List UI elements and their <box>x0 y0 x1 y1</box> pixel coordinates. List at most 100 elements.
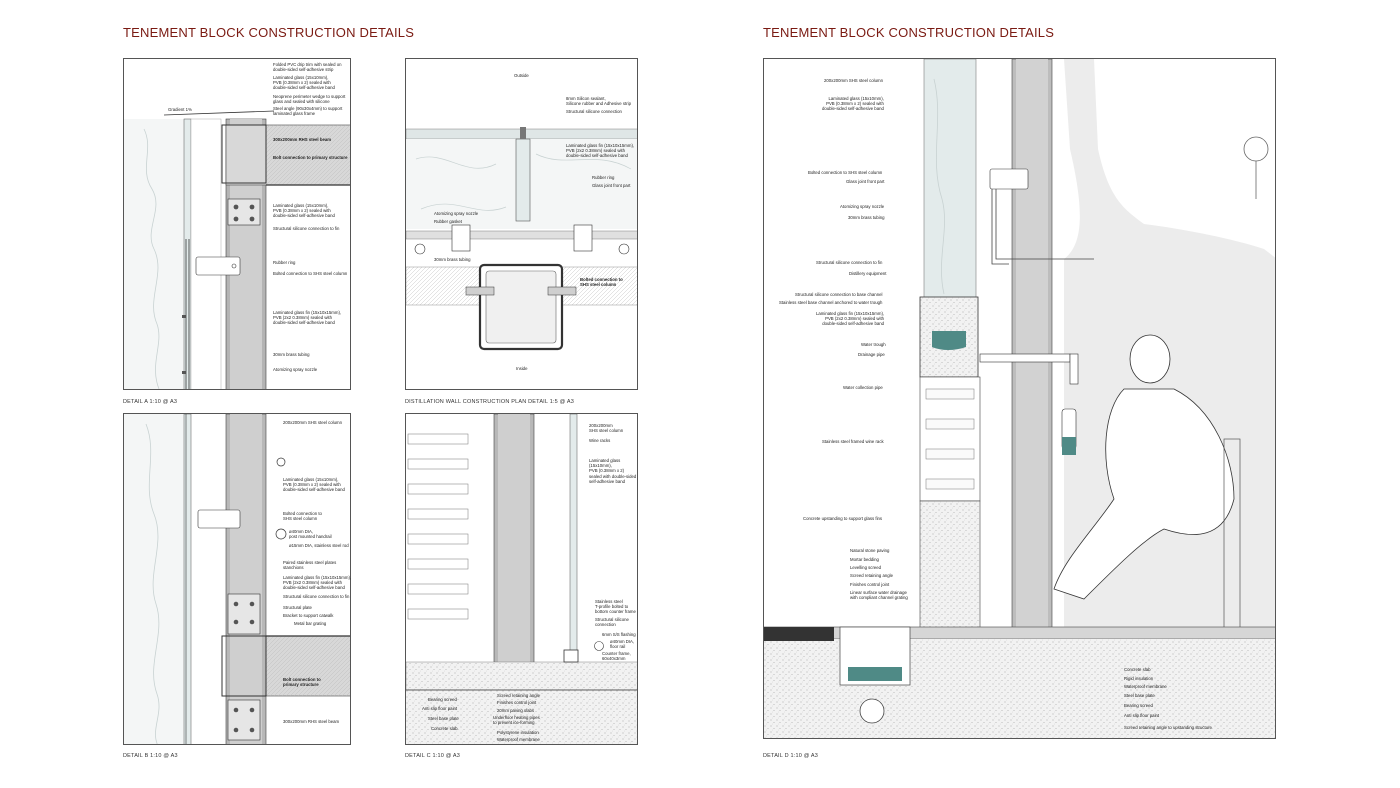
detail-c-caption: DETAIL C 1:10 @ A3 <box>405 753 461 759</box>
detail-d-caption: DETAIL D 1:10 @ A3 <box>763 753 819 759</box>
plan-left-label-3: 30mm brass tubing <box>434 257 471 262</box>
detail-d-bottom-2: Rigid insulation <box>1124 676 1154 681</box>
sheet-title-left: TENEMENT BLOCK CONSTRUCTION DETAILS <box>123 25 415 40</box>
detail-d-label-8: Distillery equipment <box>849 271 887 276</box>
detail-a-label-3: Neoprene perimeter wedge to support glas… <box>273 94 346 105</box>
detail-c-label-1: 200x200mm SHS steel column <box>589 423 624 434</box>
plan-outside-label: Outside <box>514 73 529 78</box>
detail-d-label-14: Water collection pipe <box>843 385 883 390</box>
detail-d-bottom-4: Steel base plate <box>1124 693 1155 698</box>
detail-d-bottom-5: Bearing screed <box>1124 703 1153 708</box>
detail-a-caption: DETAIL A 1:10 @ A3 <box>123 399 178 405</box>
detail-b-label-7: Laminated glass fin (15x10x15mm), PVB (2… <box>283 575 352 591</box>
detail-d-label-11: Laminated glass fin (15x10x15mm), PVB (2… <box>816 311 885 327</box>
detail-c-label-l1: Bearing screed <box>428 697 457 702</box>
detail-c-label-b4: Underfloor heating pipes to prevent ice-… <box>493 715 540 726</box>
detail-c-label-l4: Concrete slab <box>431 726 458 731</box>
detail-c-label-b5: Polystyrene insulation <box>497 730 539 735</box>
plan-detail-panel: Outside Inside <box>405 58 638 390</box>
detail-c-label-3: Laminated glass (15x10mm), PVB (0.38mm x… <box>589 458 637 484</box>
detail-c-label-b3: 20mm paving slabs <box>497 708 535 713</box>
detail-b-label-13: 300x200mm RHS steel beam <box>283 719 340 724</box>
detail-c-panel <box>405 413 638 745</box>
detail-a-label-1: Folded PVC drip trim with sealed on doub… <box>273 62 342 73</box>
detail-b-label-5: ø15mm DIA, stainless steel rod <box>289 543 349 548</box>
gradient-label: Gradient 1% <box>168 107 192 112</box>
detail-d-floor-2: Mortar bedding <box>850 557 879 562</box>
detail-a-label-5: 300x200mm RHS steel beam <box>273 137 332 142</box>
detail-b-label-1: 200x200mm SHS steel column <box>283 420 342 425</box>
detail-b-label-3: Bolted connection to SHS steel column <box>283 511 322 522</box>
detail-c-label-b2: Finishes control joint <box>497 700 537 705</box>
detail-d-label-12: Water trough <box>861 342 886 347</box>
detail-b-label-9: Structural plate <box>283 605 312 610</box>
detail-c-drawing <box>406 414 637 744</box>
plan-left-label-2: Rubber gasket <box>434 219 462 224</box>
detail-c-label-8: Counter frame, 60x40x3mm <box>602 651 631 662</box>
detail-a-label-6: Bolt connection to primary structure <box>273 155 348 160</box>
detail-c-label-5: Structural silicone connection <box>595 617 629 628</box>
detail-a-label-13: Atomizing spray nozzle <box>273 367 318 372</box>
detail-d-label-1: 200x200mm SHS steel column <box>824 78 883 83</box>
detail-b-label-12: Bolt connection to primary structure <box>283 677 321 688</box>
detail-c-label-2: Wine racks <box>589 438 611 443</box>
detail-d-label-4: Glass joint front part <box>846 179 885 184</box>
sheet-title-right: TENEMENT BLOCK CONSTRUCTION DETAILS <box>763 25 1055 40</box>
detail-d-floor-3: Levelling screed <box>850 565 882 570</box>
detail-b-label-8: Structural silicone connection to fin <box>283 594 350 599</box>
detail-c-label-l2: Anti slip floor paint <box>422 706 458 711</box>
plan-label-2: Structural silicone connection <box>566 109 622 114</box>
detail-a-label-12: 30mm brass tubing <box>273 352 310 357</box>
detail-d-label-15: Stainless steel framed wine rack <box>822 439 884 444</box>
detail-c-label-l3: Steel base plate <box>428 716 459 721</box>
detail-c-label-b6: Waterproof membrane <box>497 737 540 742</box>
detail-d-panel <box>763 58 1276 739</box>
detail-b-label-10: Bracket to support catwalk <box>283 613 334 618</box>
detail-d-floor-4: Screed retaining angle <box>850 573 893 578</box>
detail-a-label-2: Laminated glass (15x10mm), PVB (0.38mm x… <box>273 75 335 91</box>
detail-b-label-11: Metal bar grating <box>294 621 327 626</box>
detail-d-label-16: Concrete upstanding to support glass fin… <box>803 516 883 521</box>
detail-d-label-2: Laminated glass (15x10mm), PVB (0.38mm x… <box>822 96 884 112</box>
detail-d-label-3: Bolted connection to SHS steel column <box>808 170 883 175</box>
detail-d-label-6: 30mm brass tubing <box>848 215 885 220</box>
detail-b-drawing <box>124 414 350 744</box>
detail-a-label-10: Bolted connection to SHS steel column <box>273 271 348 276</box>
detail-b-label-4: ø40mm DIA, post mounted handrail <box>289 529 332 540</box>
plan-label-6: Bolted connection to SHS steel column <box>580 277 623 288</box>
detail-d-bottom-7: Screed retaining angle to upstanding str… <box>1124 725 1212 730</box>
detail-b-caption: DETAIL B 1:10 @ A3 <box>123 753 178 759</box>
plan-label-1: 8mm Silicon sealant, Silicone rubber and… <box>566 96 631 107</box>
detail-b-label-2: Laminated glass (15x10mm), PVB (0.38mm x… <box>283 477 345 493</box>
detail-d-floor-5: Finishes control joint <box>850 582 890 587</box>
detail-a-label-9: Rubber ring <box>273 260 296 265</box>
detail-a-label-4: Steel angle (90x30x4mm) to support lamin… <box>273 106 343 117</box>
detail-d-bottom-1: Concrete slab <box>1124 667 1151 672</box>
detail-a-drawing <box>124 110 350 389</box>
plan-left-label-1: Atomizing spray nozzle <box>434 211 479 216</box>
detail-d-drawing <box>764 59 1275 738</box>
plan-caption: DISTILLATION WALL CONSTRUCTION PLAN DETA… <box>405 399 575 405</box>
detail-a-label-7: Laminated glass (15x10mm), PVB (0.38mm x… <box>273 203 335 219</box>
plan-drawing <box>406 127 637 351</box>
detail-a-label-8: Structural silicone connection to fin <box>273 226 340 231</box>
detail-c-label-b1: Screed retaining angle <box>497 693 540 698</box>
plan-label-3: Laminated glass fin (15x10x15mm), PVB (2… <box>566 143 635 159</box>
detail-d-bottom-3: Waterproof membrane <box>1124 684 1167 689</box>
detail-d-label-10: Stainless steel base channel anchored to… <box>779 300 883 305</box>
detail-c-label-6: 6mm S/S flashing <box>602 632 636 637</box>
detail-c-label-7: ø40mm DIA, floor rail <box>610 639 635 650</box>
detail-d-label-13: Drainage pipe <box>858 352 885 357</box>
detail-b-label-6: Paired stainless steel plates stanchions <box>283 560 337 571</box>
detail-d-label-7: Structural silicone connection to fin <box>816 260 883 265</box>
detail-c-label-4: Stainless steel T-profile bolted to bott… <box>595 599 636 615</box>
detail-d-label-5: Atomizing spray nozzle <box>840 204 885 209</box>
detail-a-panel: Gradient 1% <box>123 58 351 390</box>
plan-label-5: Glass joint front part <box>592 183 631 188</box>
detail-d-floor-6: Linear surface water drainage with compl… <box>850 590 908 601</box>
detail-a-label-11: Laminated glass fin (15x10x15mm), PVB (2… <box>273 310 342 326</box>
detail-b-panel <box>123 413 351 745</box>
detail-d-bottom-6: Anti slip floor paint <box>1124 713 1160 718</box>
plan-inside-label: Inside <box>516 366 528 371</box>
plan-label-4: Rubber ring <box>592 175 615 180</box>
